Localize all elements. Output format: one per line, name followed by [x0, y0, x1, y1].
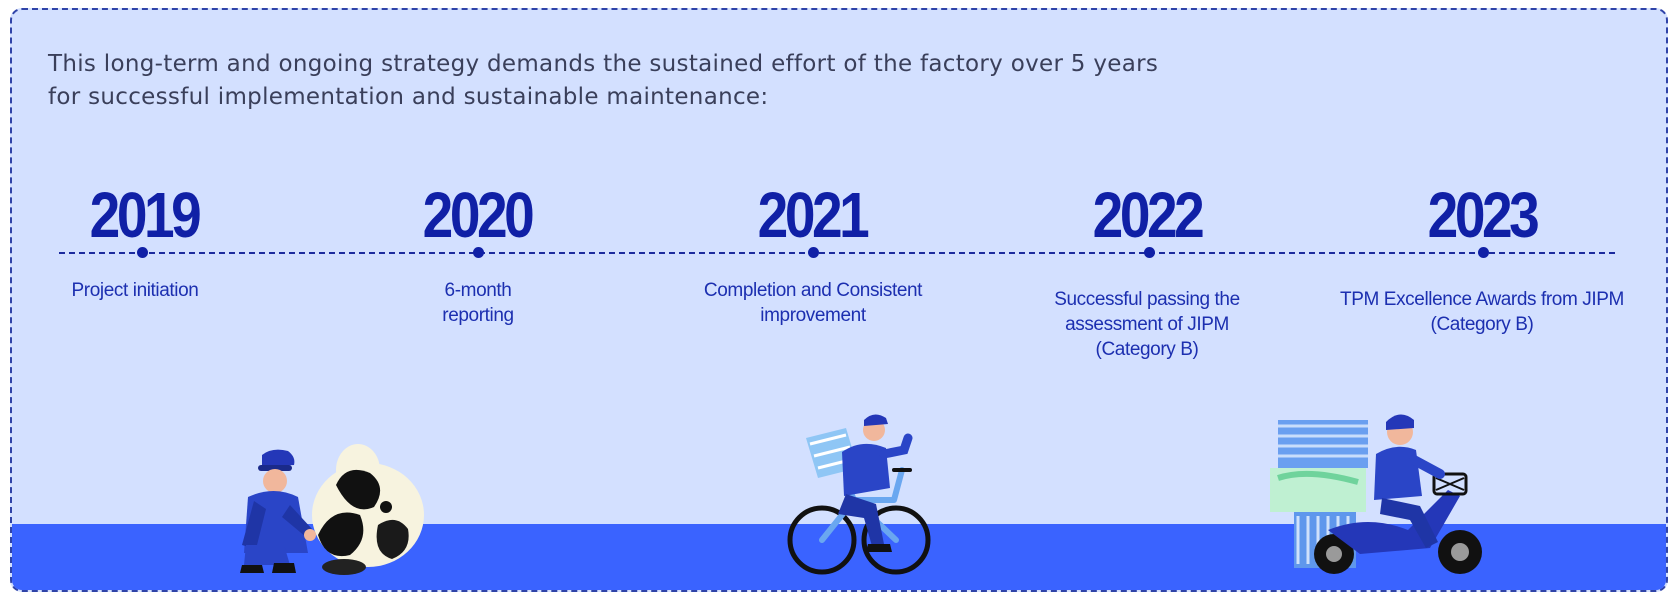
timeline-dot-2020 — [472, 247, 484, 258]
year-2022: 2022 — [1092, 179, 1205, 251]
milestone-label-2022: Successful passing the assessment of JIP… — [1054, 289, 1240, 360]
timeline-line — [59, 252, 1615, 254]
milestone-label-2020: 6-month reporting — [442, 280, 514, 326]
year-2021: 2021 — [757, 179, 870, 251]
intro-line-2: for successful implementation and sustai… — [48, 84, 769, 110]
year-2019: 2019 — [89, 179, 202, 251]
milestone-label-2021: Completion and Consistent improvement — [703, 280, 923, 326]
milestone-label-2019: Project initiation — [71, 280, 199, 301]
timeline-dot-2019 — [136, 247, 148, 258]
cyclist-delivery-icon — [787, 414, 931, 575]
intro-text: This long-term and ongoing strategy dema… — [48, 48, 1198, 114]
intro-line-1: This long-term and ongoing strategy dema… — [48, 51, 1159, 77]
milestone-label-2023: TPM Excellence Awards from JIPM (Categor… — [1340, 289, 1624, 335]
year-2023: 2023 — [1427, 179, 1540, 251]
timeline-dot-2022 — [1143, 247, 1155, 258]
worker-with-cow-icon — [240, 444, 424, 575]
timeline-card: This long-term and ongoing strategy dema… — [10, 8, 1668, 592]
motorbike-delivery-icon — [1270, 414, 1482, 574]
timeline-dot-2021 — [807, 247, 819, 258]
year-2020: 2020 — [422, 179, 535, 251]
timeline-dot-2023 — [1477, 247, 1489, 258]
